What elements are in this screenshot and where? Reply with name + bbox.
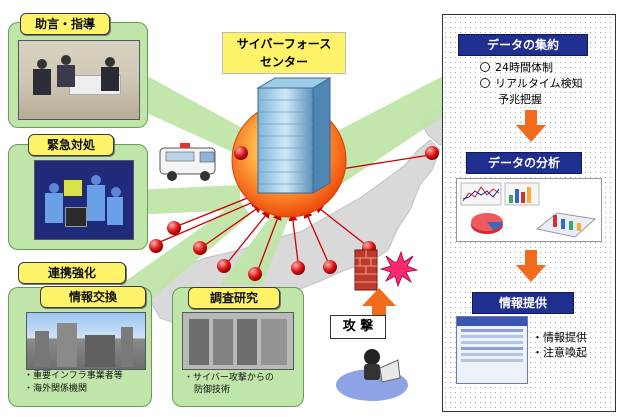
attack-burst-icon xyxy=(379,250,419,288)
info-exchange-label: 情報交換 xyxy=(40,286,146,308)
step3-item-2: ・注意喚起 xyxy=(532,346,587,359)
analysis-charts xyxy=(456,178,602,242)
meeting-photo xyxy=(18,40,140,120)
research-note-2: 防御技術 xyxy=(194,385,231,395)
step3-title: 情報提供 xyxy=(472,292,574,314)
emergency-vehicle-icon xyxy=(159,143,216,181)
center-title-line2: センター xyxy=(259,55,308,69)
webpage-header xyxy=(457,317,527,326)
connector-panel xyxy=(320,75,445,185)
analysis-graphics-icon xyxy=(460,182,597,238)
step1-title: データの集約 xyxy=(458,34,588,56)
circle-bullet-icon xyxy=(480,78,490,88)
emergency-label: 緊急対処 xyxy=(28,134,114,156)
cooperation-label: 連携強化 xyxy=(18,262,126,284)
info-webpage-thumbnail xyxy=(456,316,528,384)
attack-label: 攻 撃 xyxy=(330,315,386,339)
research-label: 調査研究 xyxy=(188,287,280,309)
step3-list: ・情報提供 ・注意喚起 xyxy=(532,330,612,360)
cooperation-note-2: ・海外関係機関 xyxy=(24,384,88,394)
emergency-illustration xyxy=(34,160,134,240)
connector-cooperation xyxy=(120,200,250,300)
connector-advice xyxy=(118,60,255,160)
step1-item-2: リアルタイム検知 xyxy=(480,76,610,92)
sensor-balls xyxy=(149,146,439,281)
center-title-box: サイバーフォース センター xyxy=(222,32,346,74)
connector-research xyxy=(220,210,290,285)
step1-sub: 予兆把握 xyxy=(498,93,542,106)
advice-label: 助言・指導 xyxy=(20,13,110,35)
attacker-icon xyxy=(336,349,408,401)
connector-emergency xyxy=(130,185,240,215)
step1-list: 24時間体制 リアルタイム検知 予兆把握 xyxy=(480,60,610,108)
cooperation-note-1: ・重要インフラ事業者等 xyxy=(24,371,123,381)
infrastructure-photo xyxy=(26,312,146,370)
step3-item-1: ・情報提供 xyxy=(532,331,587,344)
server-tower-icon xyxy=(256,77,332,194)
step2-title: データの分析 xyxy=(466,152,582,174)
center-title-line1: サイバーフォース xyxy=(236,37,332,51)
step1-item-1: 24時間体制 xyxy=(480,60,610,76)
down-arrow-icon xyxy=(516,110,546,142)
firewall-icon xyxy=(354,249,378,291)
lab-photo xyxy=(182,312,294,370)
circle-bullet-icon xyxy=(480,62,490,72)
down-arrow-icon xyxy=(516,250,546,282)
research-note-1: ・サイバー攻撃からの xyxy=(184,373,274,383)
